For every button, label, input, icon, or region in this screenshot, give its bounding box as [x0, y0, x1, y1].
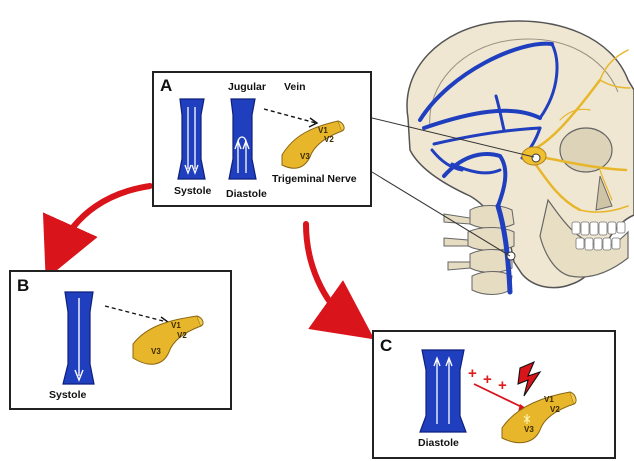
panel-b: B V1 V2 V3 Systole — [9, 270, 232, 410]
diastole-label: Diastole — [226, 189, 267, 200]
branch-v3: V3 — [300, 153, 310, 161]
trigeminal-nerve — [133, 316, 201, 364]
curved-red-arrow-icon — [58, 186, 150, 252]
panel-a: A Jugular Vein V1 V2 V3 Trigeminal Nerve — [152, 71, 372, 207]
plus-sign: + — [468, 366, 477, 381]
systole-label: Systole — [49, 390, 86, 401]
panel-c-graphics — [374, 332, 614, 457]
jugular-marker — [507, 252, 515, 260]
lightning-bolt-icon — [518, 362, 540, 396]
branch-v2: V2 — [324, 136, 334, 144]
branch-v2: V2 — [550, 406, 560, 414]
panel-b-graphics — [11, 272, 230, 408]
curved-red-arrow-icon — [306, 224, 350, 322]
branch-v1: V1 — [544, 396, 554, 404]
plus-sign: + — [498, 378, 507, 393]
branch-v3: V3 — [151, 348, 161, 356]
trigeminal-nerve — [282, 121, 342, 168]
diastole-label: Diastole — [418, 438, 459, 449]
branch-v1: V1 — [171, 322, 181, 330]
ganglion-marker — [532, 154, 540, 162]
dashed-arrow-icon — [105, 306, 167, 322]
trigeminal-nerve-label: Trigeminal Nerve — [272, 174, 357, 185]
vein-systole — [178, 99, 205, 179]
branch-v1: V1 — [318, 127, 328, 135]
branch-v2: V2 — [177, 332, 187, 340]
vein-diastole — [420, 350, 466, 432]
vein-diastole — [229, 99, 256, 179]
panel-c: C + + + V1 V2 V3 Diastole — [372, 330, 616, 459]
dashed-arrow-icon — [264, 109, 316, 123]
trigeminal-nerve — [502, 392, 574, 443]
branch-v3: V3 — [524, 426, 534, 434]
systole-label: Systole — [174, 186, 211, 197]
plus-sign: + — [483, 372, 492, 387]
